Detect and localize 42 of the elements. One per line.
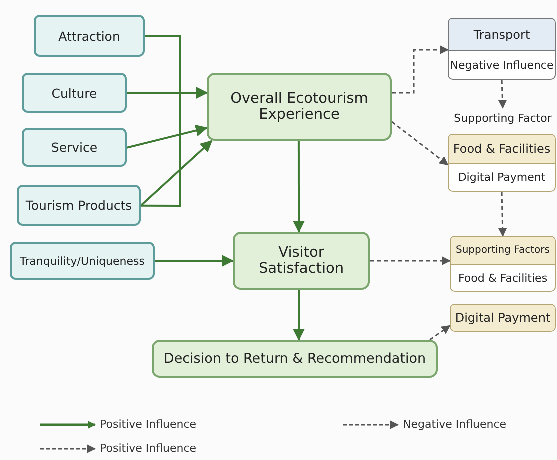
- node-text: Service: [51, 140, 98, 155]
- node-text: Visitor Satisfaction: [258, 245, 346, 277]
- node-text: Tourism Products: [26, 198, 132, 213]
- body-text: Digital Payment: [457, 170, 547, 186]
- factor-box: [17, 185, 141, 226]
- arrow: [126, 124, 208, 149]
- arrow: [293, 290, 305, 341]
- factor-box: [10, 242, 155, 280]
- header-text: Digital Payment: [451, 305, 555, 331]
- info-box: [448, 134, 556, 192]
- legend-text: Positive Influence: [100, 418, 197, 431]
- factor-box: [34, 15, 145, 57]
- node-text: Tranquility/Uniqueness: [20, 254, 145, 268]
- arrow: [370, 256, 451, 266]
- arrow: [293, 141, 306, 233]
- header-text: Food & Facilities: [449, 135, 555, 164]
- header-text: Supporting Factors: [451, 237, 555, 265]
- header-text: Transport: [449, 19, 555, 51]
- legend-text: Positive Influence: [100, 442, 197, 455]
- arrow: [392, 46, 449, 94]
- arrow: [430, 325, 451, 341]
- info-box: [448, 18, 556, 80]
- node-text: Overall Ecotourism Experience: [230, 91, 370, 123]
- node-text: Decision to Return & Recommendation: [164, 351, 426, 367]
- node-text: Attraction: [58, 28, 120, 44]
- arrow: [140, 140, 213, 207]
- arrow: [392, 121, 449, 166]
- body-text: Food & Facilities: [457, 270, 549, 286]
- node-text: Culture: [52, 86, 98, 100]
- process-box: [207, 73, 392, 141]
- legend-text: Negative Influence: [403, 418, 507, 431]
- factor-box: [22, 73, 127, 113]
- process-box: [152, 340, 438, 378]
- factor-box: [22, 128, 127, 167]
- arrow: [498, 192, 508, 237]
- process-box: [233, 232, 370, 290]
- node-text: Supporting Factor: [454, 112, 552, 124]
- arrow: [141, 87, 208, 207]
- arrow: [155, 255, 234, 267]
- info-box: [450, 236, 556, 292]
- body-text: Negative Influence: [449, 58, 555, 74]
- arrow: [498, 80, 508, 109]
